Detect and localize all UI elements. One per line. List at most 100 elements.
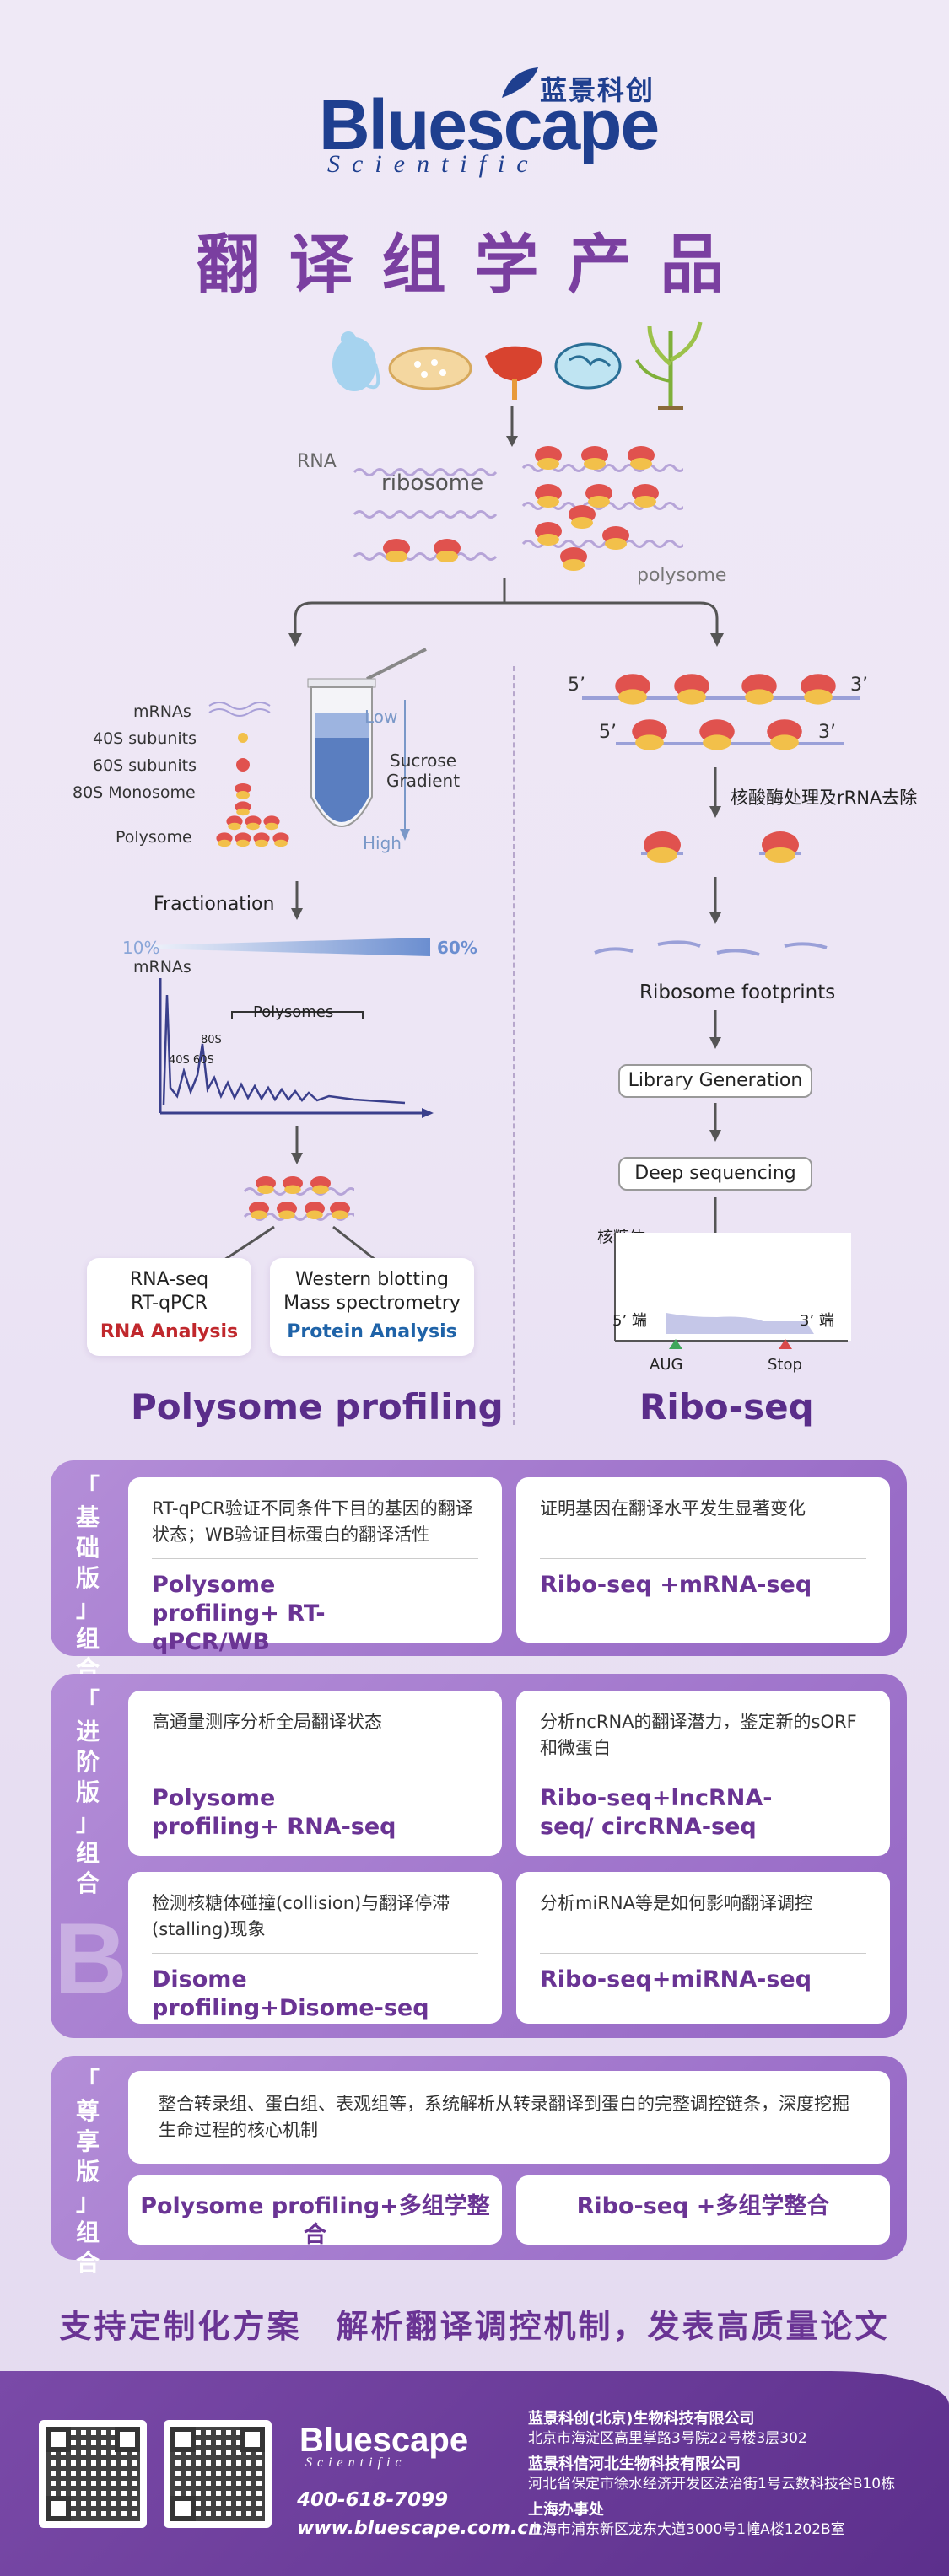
aug-label: AUG bbox=[650, 1356, 683, 1374]
card-product-name: Disome profiling+Disome-seq bbox=[152, 1966, 429, 2021]
basic-card-polysome: RT-qPCR验证不同条件下目的基因的翻译状态；WB验证目标蛋白的翻译活性 Po… bbox=[128, 1477, 502, 1655]
card-divider bbox=[152, 1558, 478, 1559]
ribosome-icon bbox=[699, 719, 735, 750]
brain-icon bbox=[554, 342, 622, 390]
footprints-label: Ribosome footprints bbox=[639, 981, 836, 1003]
ribosome-icon bbox=[256, 1176, 276, 1194]
mouse-icon bbox=[332, 331, 380, 391]
card-product-name: Ribo-seq +mRNA-seq bbox=[540, 1572, 812, 1598]
card-description: 证明基因在翻译水平发生显著变化 bbox=[540, 1498, 806, 1519]
three-end-label: 3’ 端 bbox=[800, 1312, 834, 1330]
card-product-name: Polysome profiling+多组学整合 bbox=[140, 2193, 490, 2248]
tier-label-char: 「 bbox=[75, 2067, 100, 2095]
tier-label-char: 版 bbox=[75, 1778, 100, 1806]
ribosome-icon bbox=[383, 539, 410, 562]
logo-leaf-icon bbox=[498, 66, 540, 99]
logo-chinese: 蓝景科创 bbox=[540, 74, 655, 106]
tier-label-char: 组 bbox=[75, 2218, 100, 2246]
high-label: High bbox=[363, 833, 402, 853]
mrnas-label: mRNAs bbox=[133, 702, 191, 721]
advanced-card-polysome-rnaseq: 高通量测序分析全局翻译状态 Polysome profiling+ RNA-se… bbox=[128, 1691, 502, 1856]
ribosome-icon bbox=[253, 832, 270, 847]
qr-code-2 bbox=[164, 2420, 272, 2528]
card-divider bbox=[540, 1558, 866, 1559]
company-name: 蓝景科信河北生物科技有限公司 bbox=[528, 2455, 741, 2473]
ribosome-icon bbox=[245, 815, 262, 831]
polysome-profile-chart bbox=[152, 978, 439, 1121]
logo-wordmark: Bluescape bbox=[319, 85, 660, 164]
ribosome-icon bbox=[235, 832, 251, 847]
ribosome-icon bbox=[602, 526, 629, 550]
website-link[interactable]: www.bluescape.com.cn bbox=[297, 2518, 542, 2539]
sucrose-label: Sucrose bbox=[390, 750, 457, 771]
centrifuge-tube-icon bbox=[299, 645, 434, 864]
ribosome-icon bbox=[581, 446, 608, 470]
card-description: 检测核糖体碰撞(collision)与翻译停滞(stalling)现象 bbox=[152, 1893, 450, 1939]
deep-sequencing-step: Deep sequencing bbox=[618, 1157, 812, 1191]
chart-mrnas-label: mRNAs bbox=[133, 958, 191, 976]
five-prime-1: 5’ bbox=[568, 675, 585, 696]
ribosome-icon bbox=[560, 547, 587, 571]
mrna-strand bbox=[353, 510, 498, 519]
premium-description-card: 整合转录组、蛋白组、表观组等，系统解析从转录翻译到蛋白的完整调控链条，深度挖掘生… bbox=[128, 2071, 890, 2164]
mrna-strand bbox=[353, 552, 498, 561]
sample-particles bbox=[201, 696, 302, 864]
arrow-down-icon bbox=[707, 1103, 724, 1145]
ribosome-icon bbox=[615, 674, 650, 705]
footer-logo: Bluescape bbox=[299, 2422, 469, 2459]
tier-label-char: 版 bbox=[75, 1564, 100, 1592]
protein-analysis-title: Protein Analysis bbox=[287, 1321, 457, 1342]
liver-icon bbox=[485, 346, 542, 400]
ribo-coverage-plot bbox=[603, 1233, 856, 1368]
ribosome-icon bbox=[283, 1176, 303, 1194]
ribo-seq-title: Ribo-seq bbox=[639, 1386, 814, 1428]
gradient-bar bbox=[152, 938, 430, 956]
tier-label-char: 享 bbox=[75, 2127, 100, 2155]
tier-label-char: 进 bbox=[75, 1718, 100, 1745]
60s-label: 60S subunits bbox=[93, 756, 197, 775]
ribosome-icon bbox=[263, 815, 280, 831]
advanced-tier-label: 「进阶版」组合 bbox=[71, 1686, 105, 1899]
card-description: 分析ncRNA的翻译潜力，鉴定新的sORF和微蛋白 bbox=[540, 1712, 857, 1758]
qr-code-1 bbox=[39, 2420, 147, 2528]
footer-logo-sub: Scientific bbox=[305, 2455, 407, 2470]
arrow-down-icon bbox=[288, 1126, 305, 1168]
card-divider bbox=[540, 1953, 866, 1954]
protected-fragments bbox=[633, 826, 818, 869]
80s-peak-label: 80S bbox=[201, 1034, 222, 1046]
tier-label-char: 合 bbox=[75, 2249, 100, 2277]
advanced-card-disome: 检测核糖体碰撞(collision)与翻译停滞(stalling)现象 Diso… bbox=[128, 1872, 502, 2024]
ribosome-icon bbox=[330, 1202, 350, 1219]
company-list: 蓝景科创(北京)生物科技有限公司 北京市海淀区高里掌路3号院22号楼3层302 … bbox=[528, 2409, 946, 2539]
phone-number[interactable]: 400-618-7099 bbox=[297, 2489, 449, 2511]
ribosome-icon bbox=[535, 484, 562, 508]
ribosome-icon bbox=[628, 446, 655, 470]
ribosome-icon bbox=[535, 446, 562, 470]
protein-box-line2: Mass spectrometry bbox=[283, 1293, 461, 1314]
five-end-label: 5’ 端 bbox=[612, 1312, 647, 1330]
nuclease-label: 核酸酶处理及rRNA去除 bbox=[731, 788, 918, 808]
company-address: 上海市浦东新区龙东大道3000号1幢A楼1202B室 bbox=[528, 2521, 845, 2538]
gradient-label: Gradient bbox=[386, 771, 461, 791]
tier-label-char: 「 bbox=[75, 1687, 100, 1715]
footprint-fragments bbox=[590, 936, 844, 970]
polysome-profiling-title: Polysome profiling bbox=[131, 1386, 504, 1428]
organism-icons bbox=[316, 314, 713, 415]
ribosome-icon bbox=[569, 505, 596, 529]
card-product-name: Ribo-seq +多组学整合 bbox=[576, 2193, 830, 2219]
petri-dish-icon bbox=[388, 347, 472, 390]
company-address: 北京市海淀区高里掌路3号院22号楼3层302 bbox=[528, 2430, 807, 2447]
basic-card-riboseq: 证明基因在翻译水平发生显著变化 Ribo-seq +mRNA-seq bbox=[516, 1477, 890, 1643]
ribosome-icon bbox=[741, 674, 777, 705]
ribosome-icon bbox=[272, 832, 289, 847]
ribosome-icon bbox=[226, 815, 243, 831]
logo-subtitle: Scientific bbox=[327, 150, 540, 178]
tier-label-char: 」 bbox=[75, 1809, 100, 1837]
plant-icon bbox=[635, 321, 703, 410]
rna-analysis-box: RNA-seq RT-qPCR RNA Analysis bbox=[87, 1258, 251, 1356]
tier-label-char: 阶 bbox=[75, 1748, 100, 1776]
card-product-name: Ribo-seq+lncRNA-seq/ circRNA-seq bbox=[540, 1785, 773, 1840]
arrow-down-icon bbox=[504, 406, 520, 449]
ribosome-icon bbox=[249, 1202, 269, 1219]
library-generation-step: Library Generation bbox=[618, 1064, 812, 1098]
